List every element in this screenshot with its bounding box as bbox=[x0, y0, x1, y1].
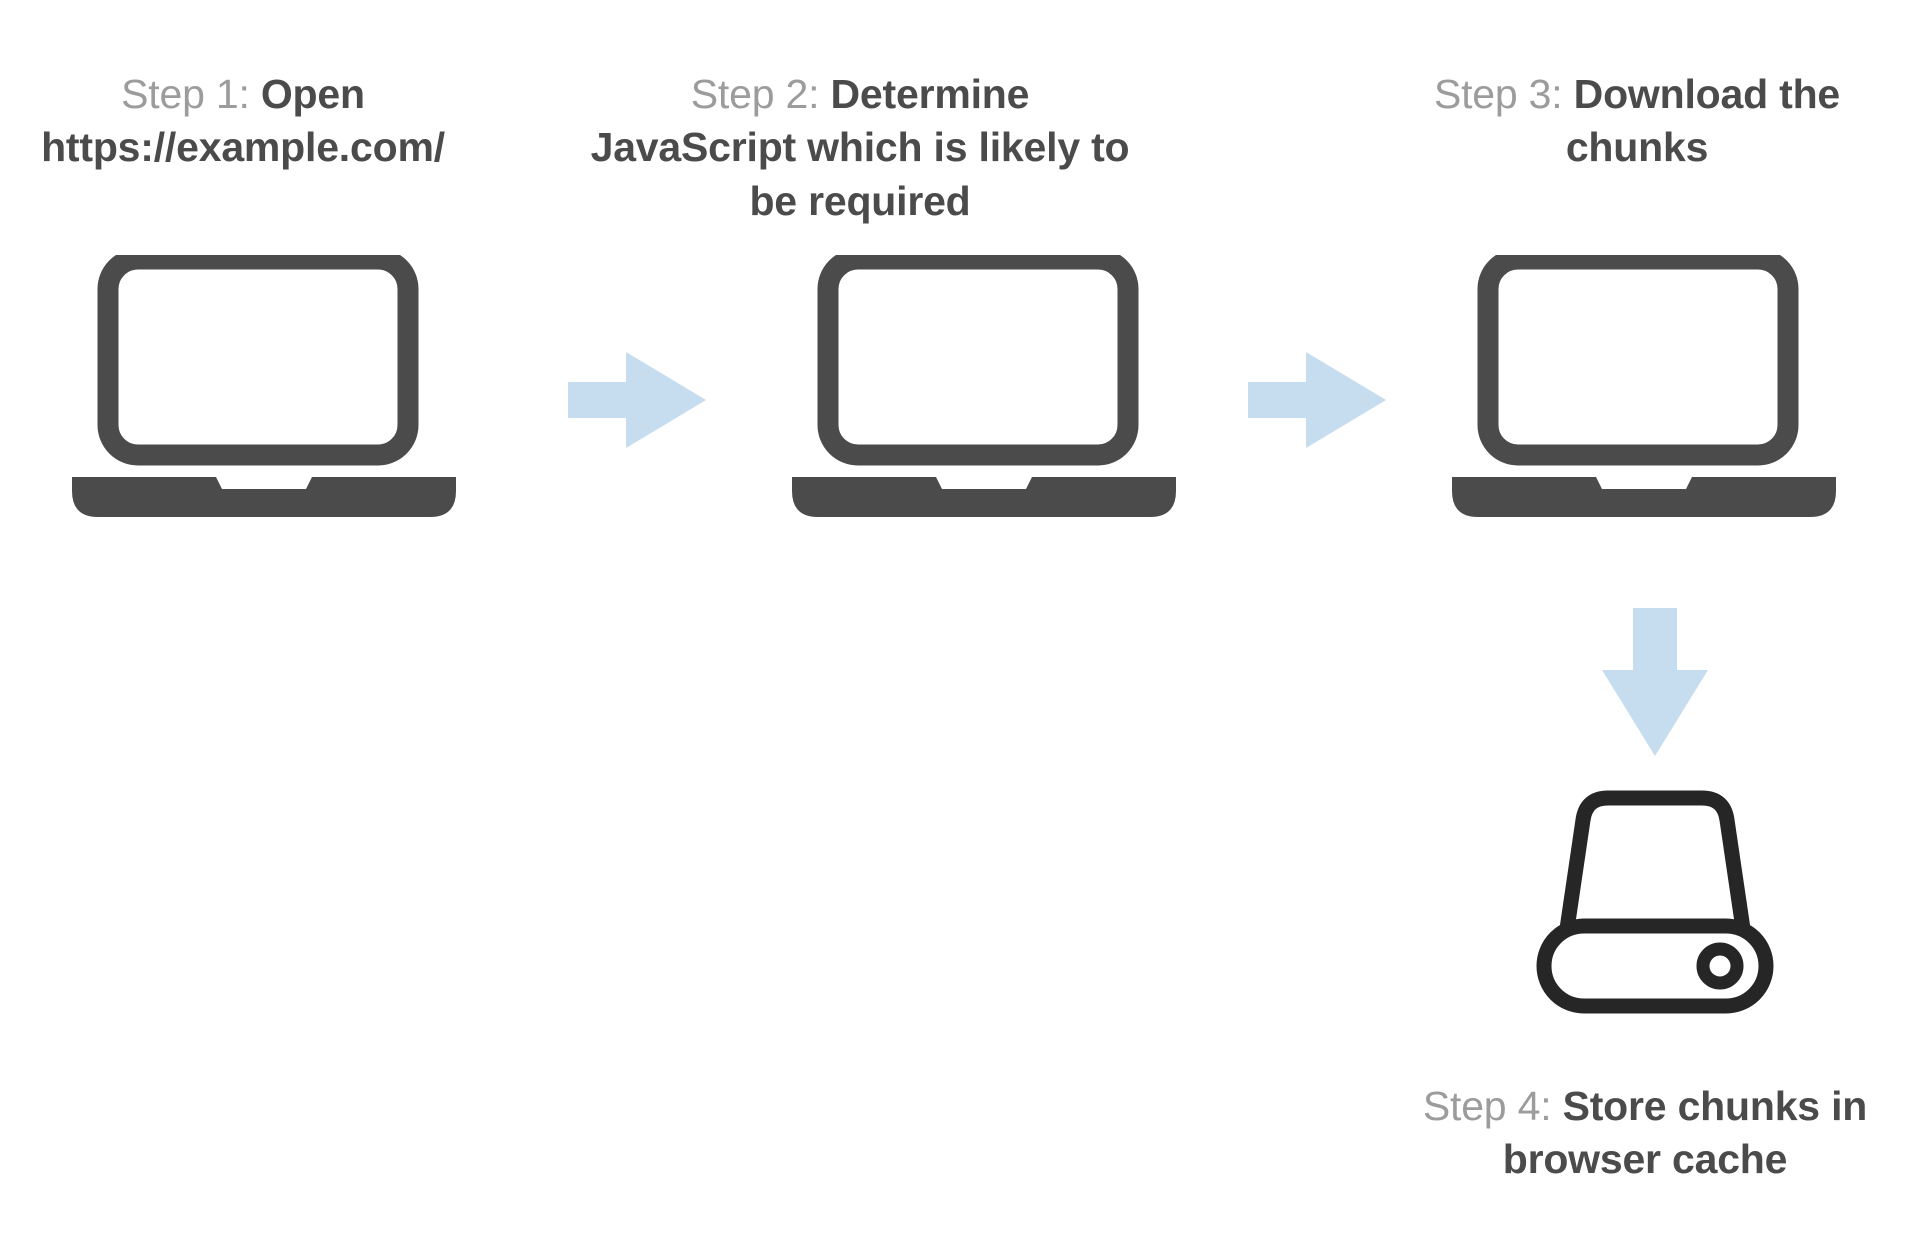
arrow-right-icon-1 bbox=[568, 352, 708, 448]
laptop-icon-step-1 bbox=[70, 255, 490, 565]
step-2-title: Determine JavaScript which is likely to … bbox=[590, 71, 1130, 224]
laptop-icon-step-2 bbox=[790, 255, 1210, 565]
step-3-prefix: Step 3: bbox=[1433, 71, 1574, 117]
step-3-title: Download the chunks bbox=[1565, 71, 1841, 171]
step-4-prefix: Step 4: bbox=[1422, 1083, 1563, 1129]
arrow-down-icon bbox=[1600, 608, 1710, 758]
laptop-icon-step-3 bbox=[1450, 255, 1870, 565]
step-4-title: Store chunks in browser cache bbox=[1502, 1083, 1868, 1183]
step-4-caption: Step 4: Store chunks in browser cache bbox=[1420, 1080, 1870, 1187]
step-1-title: Open https://example.com/ bbox=[41, 71, 445, 171]
arrow-right-icon-2 bbox=[1248, 352, 1388, 448]
step-1-prefix: Step 1: bbox=[121, 71, 261, 117]
step-3-caption: Step 3: Download the chunks bbox=[1412, 68, 1862, 175]
hard-drive-icon bbox=[1530, 786, 1780, 1016]
step-2-caption: Step 2: Determine JavaScript which is li… bbox=[590, 68, 1130, 228]
step-2-prefix: Step 2: bbox=[690, 71, 831, 117]
step-1-caption: Step 1: Open https://example.com/ bbox=[18, 68, 468, 175]
